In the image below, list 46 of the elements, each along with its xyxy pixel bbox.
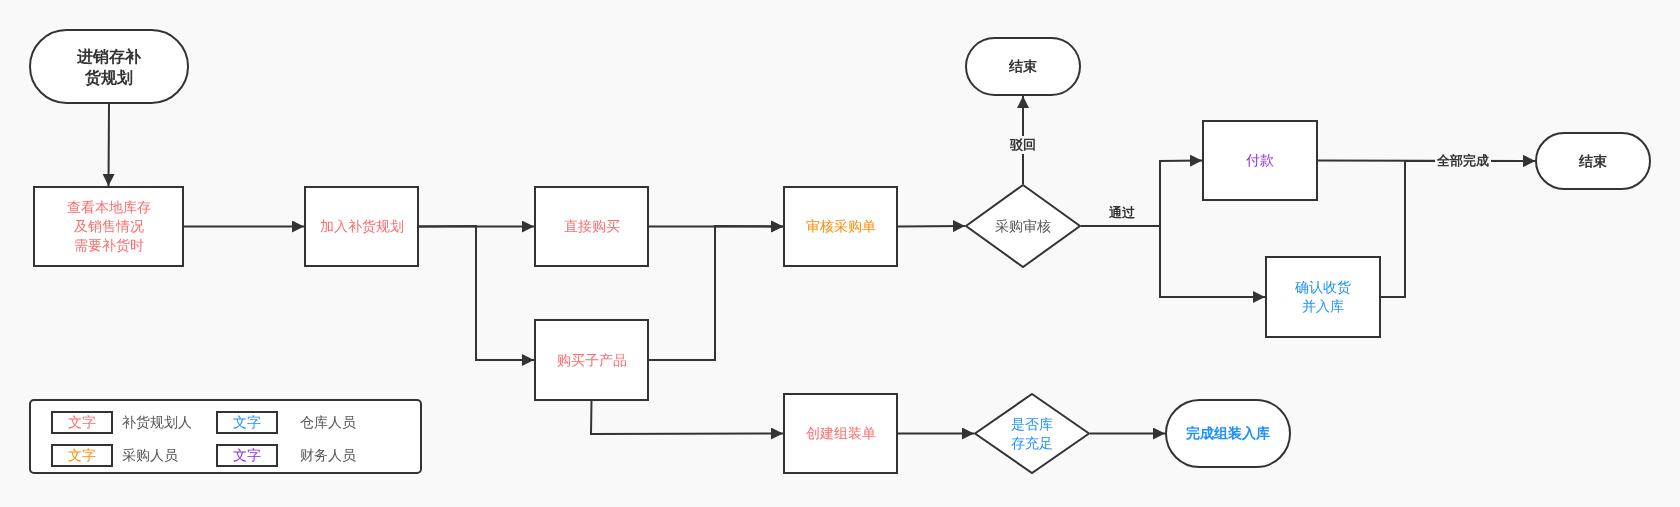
process-box xyxy=(304,186,419,267)
node-text: 是否库存充足 xyxy=(1010,414,1054,453)
arrow xyxy=(1089,427,1166,440)
node-text: 确认收货并入库 xyxy=(1294,278,1352,316)
node-text: 加入补货规划 xyxy=(318,217,405,236)
node-text: 进销存补货规划 xyxy=(77,45,141,88)
arrow xyxy=(897,427,975,440)
sample-text: 文字 xyxy=(68,446,96,465)
process-box xyxy=(534,186,649,267)
node-text: 完成组装入库 xyxy=(1185,424,1271,443)
edge-label: 通过 xyxy=(1107,204,1137,222)
node-text: 审核采购单 xyxy=(804,217,877,236)
terminal-box xyxy=(1535,132,1651,190)
arrow xyxy=(897,220,966,233)
arrow xyxy=(102,103,115,187)
decision-diamond xyxy=(965,184,1081,268)
arrow xyxy=(1080,225,1266,303)
process-box xyxy=(1202,120,1318,201)
sample-text: 文字 xyxy=(233,446,261,465)
arrow xyxy=(590,400,784,440)
arrow xyxy=(648,220,784,361)
legend-label: 财务人员 xyxy=(300,446,356,465)
process-box xyxy=(1265,256,1381,338)
arrow xyxy=(418,225,535,366)
process-box xyxy=(534,319,649,401)
sample-text: 文字 xyxy=(233,413,261,432)
legend-label: 仓库人员 xyxy=(300,413,356,432)
node-text: 结束 xyxy=(1578,151,1608,171)
legend-label: 补货规划人 xyxy=(122,413,192,432)
process-box xyxy=(783,393,898,474)
node-text: 结束 xyxy=(1008,57,1038,76)
node-text: 付款 xyxy=(1245,151,1275,170)
edge-label: 全部完成 xyxy=(1435,152,1491,170)
node-text: 采购审核 xyxy=(994,216,1052,236)
process-box xyxy=(783,186,898,267)
decision-diamond xyxy=(974,393,1090,474)
arrow xyxy=(183,220,305,233)
node-text: 创建组装单 xyxy=(804,424,877,443)
process-box xyxy=(33,186,184,267)
sample-text: 文字 xyxy=(68,413,96,432)
node-text: 查看本地库存及销售情况需要补货时 xyxy=(65,198,152,255)
node-text: 直接购买 xyxy=(562,217,621,236)
legend-label: 采购人员 xyxy=(122,446,178,465)
arrow xyxy=(418,220,535,233)
node-text: 购买子产品 xyxy=(555,350,628,370)
edge-label: 驳回 xyxy=(1008,136,1038,154)
